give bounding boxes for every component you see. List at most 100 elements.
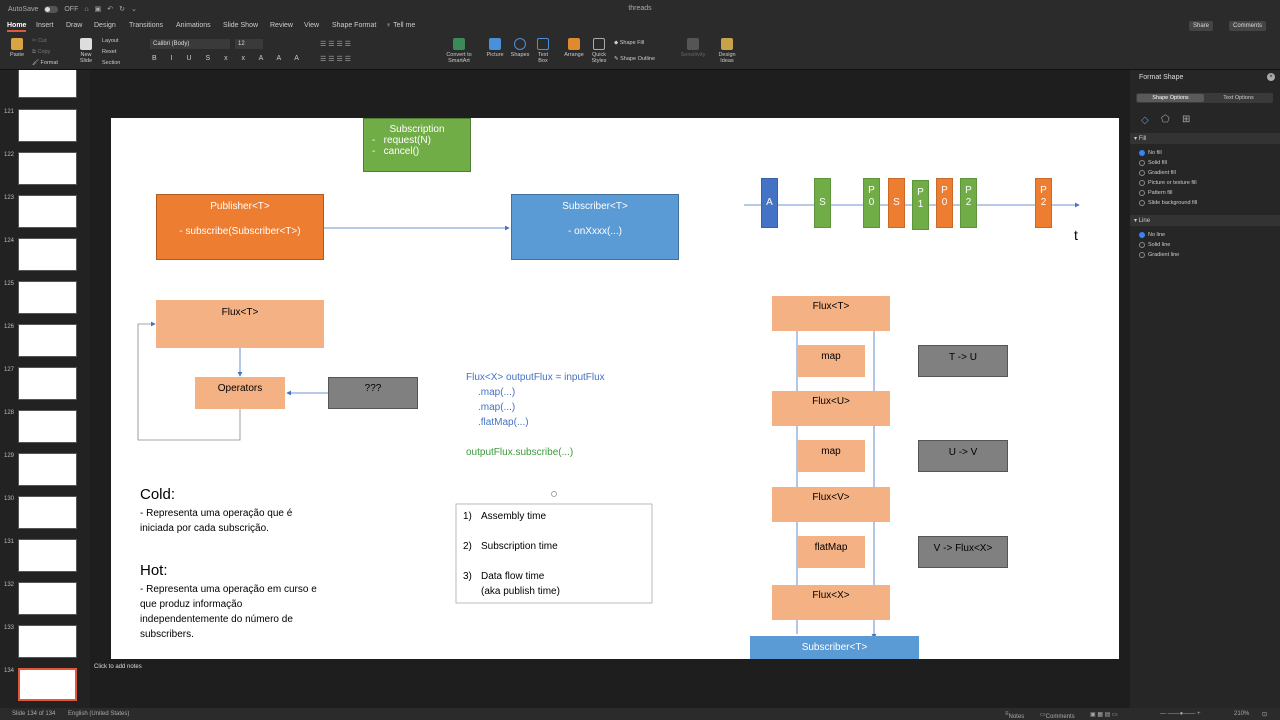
language-indicator[interactable]: English (United States) <box>68 711 130 717</box>
font-size-select[interactable]: 12 <box>235 39 263 49</box>
tab-tell-me[interactable]: ♀ Tell me <box>386 22 415 29</box>
shape-outline-button[interactable]: ✎ Shape Outline <box>614 56 655 62</box>
timeline-item[interactable]: A <box>761 178 778 228</box>
redo-icon[interactable]: ↻ <box>119 6 125 13</box>
shape-fill-button[interactable]: ◆ Shape Fill <box>614 40 644 46</box>
times-list[interactable]: 1)Assembly time 2)Subscription time 3)Da… <box>463 509 560 599</box>
subscriber-box[interactable]: Subscriber<T> - onXxxx(...) <box>511 194 679 260</box>
zoom-slider[interactable]: — ——●—— + <box>1160 711 1201 717</box>
convert-smartart-button[interactable]: Convert to SmartArt <box>440 38 478 64</box>
slide-background-fill-option[interactable]: Slide background fill <box>1139 200 1197 206</box>
copy-button[interactable]: ⧉ Copy <box>32 49 50 56</box>
slide-thumbnail[interactable]: 123 <box>0 195 90 235</box>
subscription-box[interactable]: Subscription - request(N) - cancel() <box>363 118 471 172</box>
picture-button[interactable]: Picture <box>484 38 506 58</box>
tab-shape-options[interactable]: Shape Options <box>1137 94 1204 102</box>
notes-pane[interactable]: Click to add notes <box>90 660 1130 708</box>
save-icon[interactable]: ▣ <box>94 6 102 13</box>
line-section-header[interactable]: ▾ Line <box>1130 215 1280 226</box>
chain-flux-v-box[interactable]: Flux<V> <box>772 487 890 522</box>
fill-section-header[interactable]: ▾ Fill <box>1130 133 1280 144</box>
map-box[interactable]: map <box>797 345 865 377</box>
sensitivity-button[interactable]: Sensitivity <box>678 38 708 58</box>
timeline-item[interactable]: S <box>888 178 905 228</box>
undo-icon[interactable]: ↶ <box>107 6 114 13</box>
autosave-toggle[interactable] <box>44 5 59 13</box>
close-icon[interactable]: × <box>1267 73 1275 81</box>
flatmap-box[interactable]: flatMap <box>797 536 865 568</box>
paste-button[interactable]: Paste <box>6 38 28 58</box>
quick-styles-button[interactable]: Quick Styles <box>588 38 610 64</box>
effects-icon[interactable]: ⬠ <box>1161 114 1170 125</box>
customize-icon[interactable]: ⌄ <box>130 6 137 13</box>
chain-flux-t-box[interactable]: Flux<T> <box>772 296 890 331</box>
font-name-select[interactable]: Calibri (Body) <box>150 39 230 49</box>
arrange-button[interactable]: Arrange <box>562 38 586 58</box>
tab-view[interactable]: View <box>304 22 320 29</box>
align-buttons[interactable]: ☰ ☰ ☰ ☰ <box>320 56 351 63</box>
reset-button[interactable]: Reset <box>102 49 116 55</box>
unknown-box[interactable]: ??? <box>328 377 418 409</box>
u-to-v-box[interactable]: U -> V <box>918 440 1008 472</box>
solid-line-option[interactable]: Solid line <box>1139 242 1170 248</box>
tab-design[interactable]: Design <box>94 22 116 29</box>
timeline-item[interactable]: S <box>814 178 831 228</box>
chain-subscriber-box[interactable]: Subscriber<T> <box>750 636 919 659</box>
format-painter-button[interactable]: 🖌 Format <box>32 60 58 66</box>
share-button[interactable]: Share <box>1189 21 1214 31</box>
tab-insert[interactable]: Insert <box>36 22 54 29</box>
slide-thumbnail[interactable]: 129 <box>0 453 90 493</box>
slide-thumbnail[interactable]: 125 <box>0 281 90 321</box>
slide-thumbnail[interactable]: 126 <box>0 324 90 364</box>
tab-home[interactable]: Home <box>7 22 27 32</box>
tab-draw[interactable]: Draw <box>66 22 83 29</box>
chain-flux-x-box[interactable]: Flux<X> <box>772 585 890 620</box>
tab-text-options[interactable]: Text Options <box>1223 95 1254 101</box>
slide-thumbnail[interactable] <box>0 70 90 105</box>
tab-review[interactable]: Review <box>270 22 293 29</box>
tab-slide-show[interactable]: Slide Show <box>223 22 259 29</box>
t-to-u-box[interactable]: T -> U <box>918 345 1008 377</box>
size-properties-icon[interactable]: ⊞ <box>1182 114 1191 125</box>
map-box[interactable]: map <box>797 440 865 472</box>
publisher-box[interactable]: Publisher<T> - subscribe(Subscriber<T>) <box>156 194 324 260</box>
slide-thumbnail[interactable]: 121 <box>0 109 90 149</box>
no-fill-option[interactable]: No fill <box>1139 150 1162 156</box>
slide-thumbnail[interactable]: 133 <box>0 625 90 665</box>
pattern-fill-option[interactable]: Pattern fill <box>1139 190 1172 196</box>
fit-slide-icon[interactable]: ⊡ <box>1262 712 1268 718</box>
flux-t-box[interactable]: Flux<T> <box>156 300 324 348</box>
slide-canvas[interactable]: Subscription - request(N) - cancel() Pub… <box>111 118 1119 659</box>
solid-fill-option[interactable]: Solid fill <box>1139 160 1167 166</box>
slide-thumbnail[interactable]: 131 <box>0 539 90 579</box>
v-to-flux-x-box[interactable]: V -> Flux<X> <box>918 536 1008 568</box>
fill-line-icon[interactable]: ◇ <box>1141 115 1149 126</box>
list-buttons[interactable]: ☰ ☰ ☰ ☰ <box>320 41 351 48</box>
section-button[interactable]: Section <box>102 60 120 66</box>
home-icon[interactable]: ⌂ <box>84 5 89 13</box>
chain-flux-u-box[interactable]: Flux<U> <box>772 391 890 426</box>
view-buttons[interactable]: ▣ ▦ ▤ ▭ <box>1090 712 1118 718</box>
slide-thumbnail-active[interactable]: 134 <box>0 668 90 708</box>
tab-animations[interactable]: Animations <box>176 22 211 29</box>
shapes-button[interactable]: Shapes <box>509 38 531 58</box>
format-buttons[interactable]: B I U S x x A A A <box>152 55 305 62</box>
zoom-level[interactable]: 210% <box>1234 711 1250 717</box>
slide-thumbnail[interactable]: 124 <box>0 238 90 278</box>
operators-box[interactable]: Operators <box>195 377 285 409</box>
cut-button[interactable]: ✂ Cut <box>32 38 47 44</box>
slide-thumbnail[interactable]: 130 <box>0 496 90 536</box>
picture-fill-option[interactable]: Picture or texture fill <box>1139 180 1197 186</box>
comments-button[interactable]: Comments <box>1229 21 1267 31</box>
new-slide-button[interactable]: New Slide <box>76 38 96 64</box>
slide-thumbnail[interactable]: 122 <box>0 152 90 192</box>
gradient-fill-option[interactable]: Gradient fill <box>1139 170 1176 176</box>
text-box-button[interactable]: Text Box <box>533 38 553 64</box>
no-line-option[interactable]: No line <box>1139 232 1165 238</box>
notes-button[interactable]: ≡ Notes <box>1005 711 1025 720</box>
